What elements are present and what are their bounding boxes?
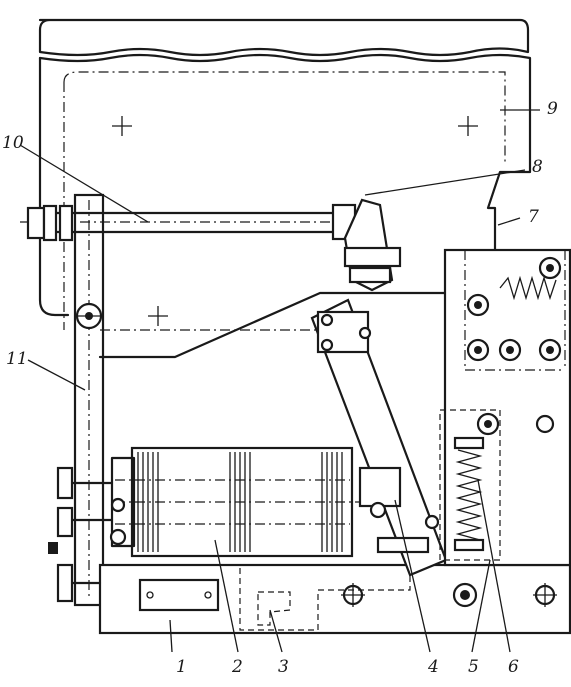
cover-plate xyxy=(38,18,532,330)
callouts: 1 2 3 4 5 6 7 8 9 10 11 xyxy=(2,99,558,677)
callout-5: 5 xyxy=(468,657,479,677)
right-bracket xyxy=(439,248,571,567)
threaded-rod xyxy=(20,203,357,242)
callout-1: 1 xyxy=(176,657,187,677)
callout-8: 8 xyxy=(532,157,543,177)
pivot-bolt xyxy=(75,302,103,330)
armature-lever xyxy=(310,198,448,577)
callout-10: 10 xyxy=(2,133,24,153)
base-plate xyxy=(98,563,571,635)
frame-bar xyxy=(73,193,105,607)
magnet-core xyxy=(98,291,447,359)
callout-11: 11 xyxy=(6,349,28,369)
callout-7: 7 xyxy=(528,207,539,227)
callout-9: 9 xyxy=(547,99,558,119)
coil xyxy=(110,446,370,558)
leader-lines xyxy=(19,109,540,653)
callout-2: 2 xyxy=(231,657,243,677)
callout-3: 3 xyxy=(278,657,289,677)
callout-6: 6 xyxy=(508,657,519,677)
terminal-bolts xyxy=(48,466,127,603)
callout-4: 4 xyxy=(427,657,439,677)
